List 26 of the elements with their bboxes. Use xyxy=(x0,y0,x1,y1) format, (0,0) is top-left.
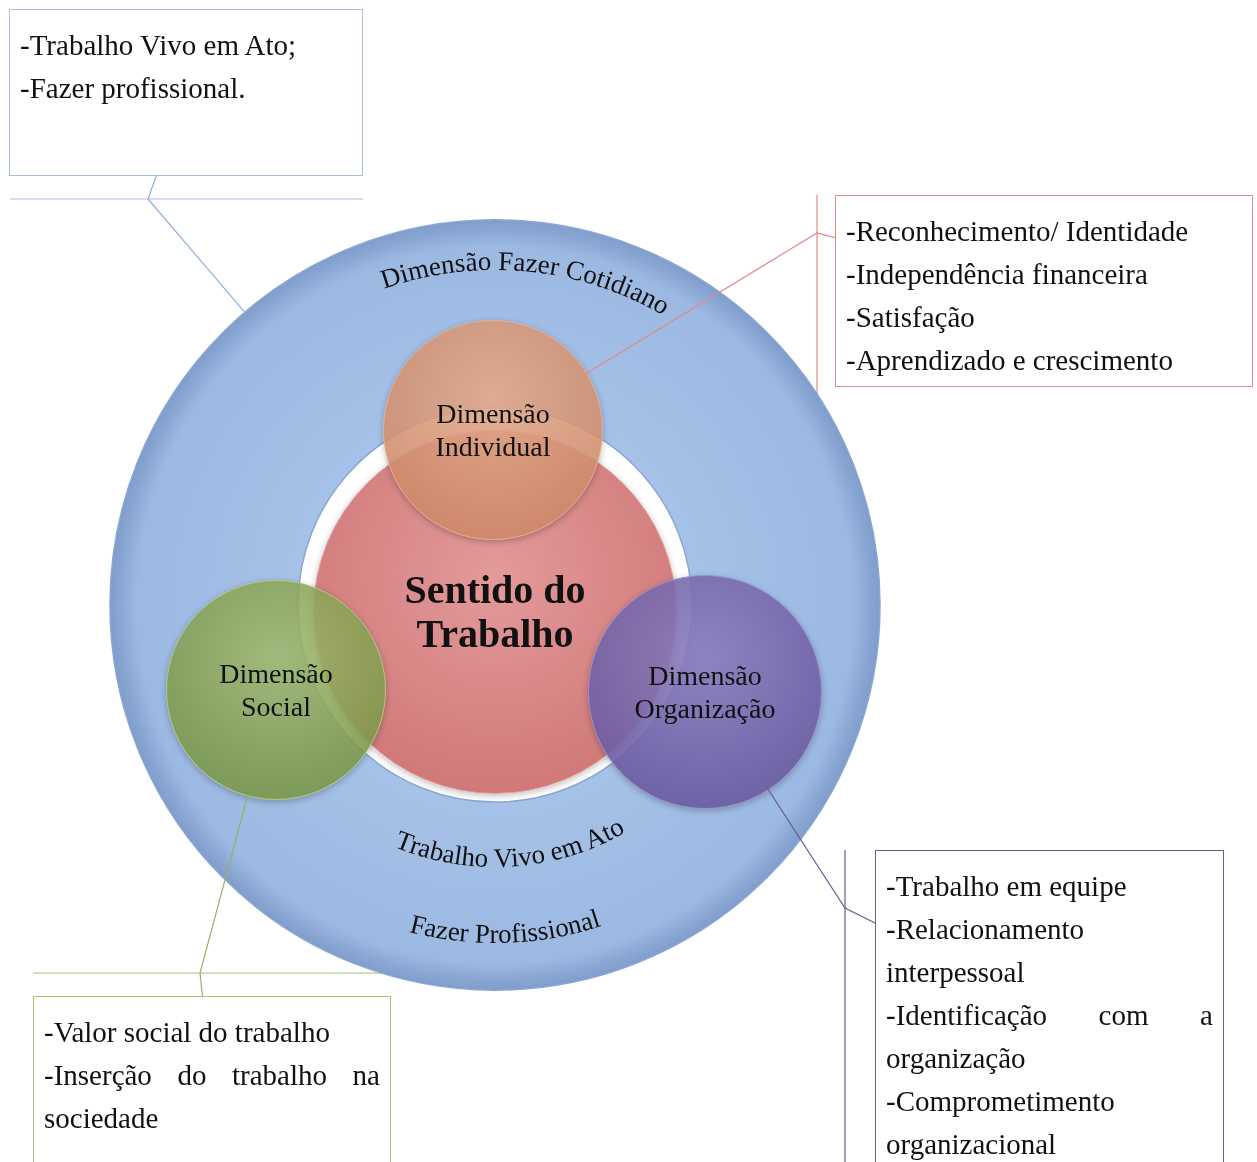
bullet-text: -Independência financeira xyxy=(846,257,1149,292)
text-box xyxy=(835,195,1253,387)
circle-label: Dimensão Individual xyxy=(434,397,552,463)
bullet-text: -Trabalho Vivo em Ato; xyxy=(20,28,298,63)
text-box xyxy=(33,996,391,1162)
ring-label: Trabalho Vivo em Ato xyxy=(391,811,629,874)
circle-label: Dimensão Organização xyxy=(633,659,777,725)
text-box xyxy=(875,850,1224,1162)
leader-line xyxy=(199,793,249,997)
bullet-text: -Inserção do trabalho na sociedade xyxy=(44,1058,380,1136)
bullet-text: -Fazer profissional. xyxy=(20,71,247,106)
circle-label: Dimensão Social xyxy=(218,657,334,723)
bullet-text: -Identificação com a organização xyxy=(886,998,1213,1076)
circle-label: Sentido do Trabalho xyxy=(403,568,587,656)
bullet-text: -Aprendizado e crescimento xyxy=(846,343,1174,378)
leader-line xyxy=(584,232,836,375)
bullet-text: -Valor social do trabalho xyxy=(44,1015,331,1050)
bullet-text: -Comprometimento organizacional xyxy=(886,1084,1116,1162)
bullet-text: -Reconhecimento/ Identidade xyxy=(846,214,1190,249)
ring-label: Fazer Profissional xyxy=(407,902,604,950)
bullet-text: -Relacionamento interpessoal xyxy=(886,912,1086,990)
bullet-text: -Trabalho em equipe xyxy=(886,869,1128,904)
leader-line xyxy=(147,175,246,313)
bullet-text: -Satisfação xyxy=(846,300,976,335)
text-box xyxy=(9,9,363,176)
leader-line xyxy=(766,787,876,924)
